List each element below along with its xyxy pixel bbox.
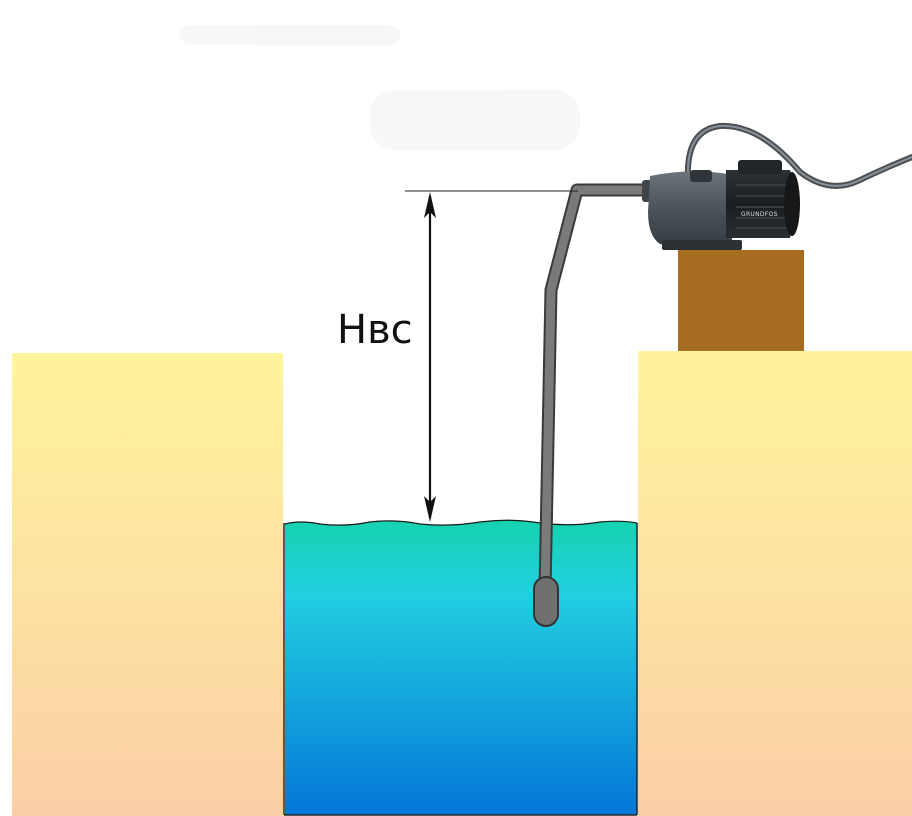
power-cable-highlight [686, 124, 912, 187]
pump-motor [726, 170, 795, 238]
motor-fan-cover [784, 172, 800, 236]
pump-stand [678, 250, 804, 351]
motor-fins [736, 184, 792, 229]
ground-right [638, 351, 912, 816]
terminal-box [738, 160, 782, 174]
dimension-arrow [424, 192, 436, 522]
pump-foot [662, 240, 742, 250]
pump-housing [648, 171, 732, 248]
background-smudges [180, 25, 580, 150]
pump-fill-plug [690, 170, 712, 182]
pump-brand-label: GRUNDFOS [741, 211, 778, 218]
water-surface-line [284, 519, 638, 526]
surface-pump: GRUNDFOS [642, 160, 800, 250]
suction-pipe-highlight [540, 185, 650, 591]
suction-height-label: Hвс [337, 307, 413, 353]
water-body [285, 520, 637, 815]
foot-valve [533, 576, 559, 627]
ground-left [12, 353, 283, 816]
